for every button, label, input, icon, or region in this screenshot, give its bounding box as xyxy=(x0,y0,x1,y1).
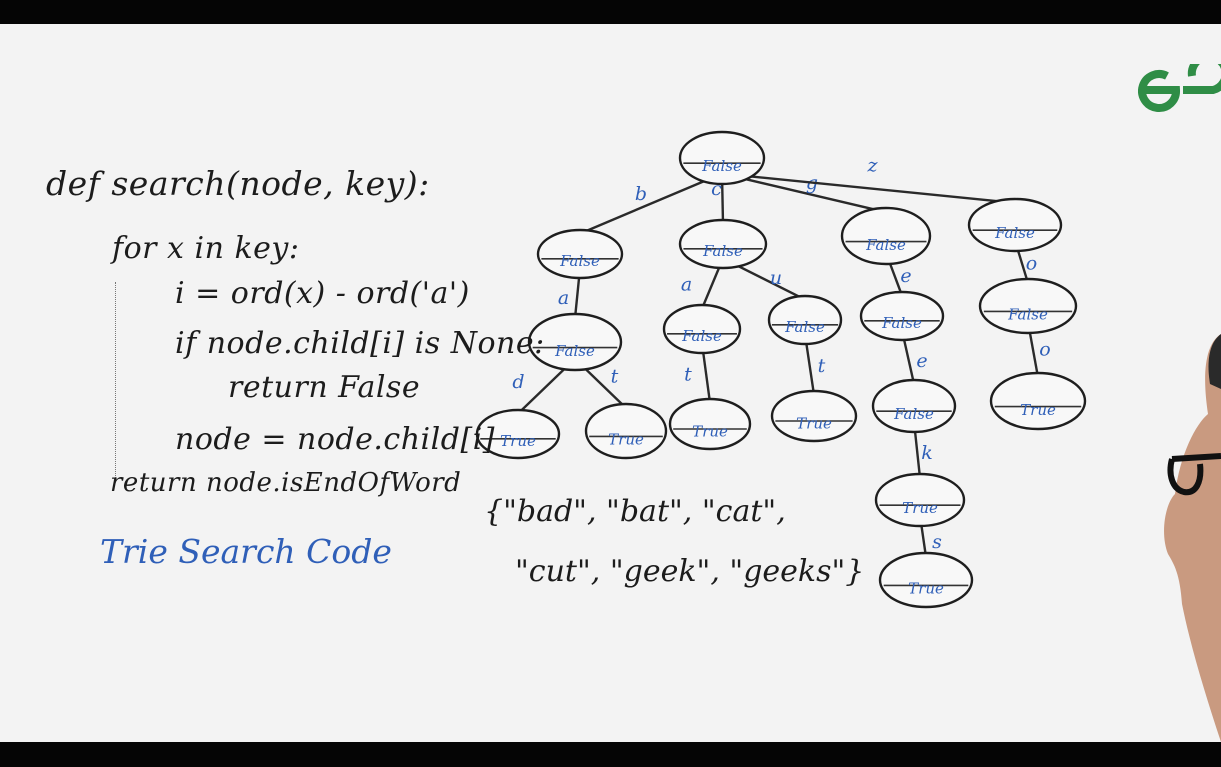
trie-node-value: False xyxy=(702,242,743,260)
trie-node-z: False xyxy=(967,197,1063,253)
trie-edge-label-zo-zoo: o xyxy=(1039,339,1050,361)
trie-node-ba: False xyxy=(527,312,623,372)
trie-node-value: False xyxy=(865,236,906,254)
trie-node-value: False xyxy=(893,405,934,423)
trie-node-shape xyxy=(475,408,561,460)
trie-node-cu: False xyxy=(767,294,843,346)
trie-node-shape xyxy=(668,397,752,451)
trie-node-shape xyxy=(871,378,957,434)
trie-node-shape xyxy=(967,197,1063,253)
trie-edge-root-z xyxy=(721,172,1016,205)
trie-node-value: False xyxy=(554,342,595,360)
trie-edge-label-root-c: c xyxy=(711,178,722,200)
trie-node-b: False xyxy=(536,228,624,280)
trie-node-shape xyxy=(662,303,742,355)
trie-edge-root-b xyxy=(579,172,723,235)
trie-node-c: False xyxy=(678,218,768,270)
caption-trie-search-code: Trie Search Code xyxy=(100,532,392,571)
trie-edge-label-ca-cat: t xyxy=(684,364,692,386)
word-set-line-2: "cut", "geek", "geeks"} xyxy=(515,554,865,589)
trie-node-shape xyxy=(859,290,945,342)
code-line-return-false: return False xyxy=(228,370,421,405)
trie-node-shape xyxy=(770,389,858,443)
trie-node-value: True xyxy=(902,499,938,517)
trie-node-shape xyxy=(584,402,668,460)
trie-edge-label-geek-geeks: s xyxy=(932,531,942,553)
trie-edge-label-g-ge: e xyxy=(900,265,911,287)
trie-node-value: False xyxy=(784,318,825,336)
trie-edge-label-b-ba: a xyxy=(558,287,569,309)
trie-node-zo: False xyxy=(978,277,1078,335)
trie-node-cut: True xyxy=(770,389,858,443)
trie-edge-label-root-b: b xyxy=(635,183,647,205)
trie-node-geek: True xyxy=(874,472,966,528)
trie-node-value: True xyxy=(796,415,832,433)
trie-node-value: False xyxy=(994,224,1035,242)
trie-edge-label-cu-cut: t xyxy=(818,355,826,377)
code-line-advance: node = node.child[i] xyxy=(175,422,495,457)
code-line-index: i = ord(x) - ord('a') xyxy=(175,276,470,311)
presenter-silhouette xyxy=(1164,334,1221,742)
trie-edge-label-c-cu: u xyxy=(770,267,782,289)
trie-node-value: False xyxy=(881,314,922,332)
gfg-logo xyxy=(1138,64,1221,112)
trie-node-shape xyxy=(978,277,1078,335)
trie-node-shape xyxy=(989,371,1087,431)
trie-node-shape xyxy=(874,472,966,528)
trie-node-shape xyxy=(536,228,624,280)
trie-edge-label-z-zo: o xyxy=(1026,253,1037,275)
trie-node-root: False xyxy=(678,130,766,186)
trie-node-shape xyxy=(527,312,623,372)
trie-node-shape xyxy=(767,294,843,346)
trie-edge-label-ba-bat: t xyxy=(611,366,619,388)
code-line-def: def search(node, key): xyxy=(46,164,430,203)
trie-node-value: True xyxy=(908,580,944,598)
word-set-line-1: {"bad", "bat", "cat", xyxy=(484,494,786,529)
trie-edge-label-ge-gee: e xyxy=(916,350,927,372)
code-line-return-end: return node.isEndOfWord xyxy=(110,468,462,498)
letterbox-bottom xyxy=(0,742,1221,767)
trie-node-value: True xyxy=(608,431,644,449)
trie-node-gee: False xyxy=(871,378,957,434)
trie-node-shape xyxy=(678,218,768,270)
trie-node-value: False xyxy=(559,252,600,270)
trie-node-cat: True xyxy=(668,397,752,451)
trie-edge-root-g xyxy=(721,172,887,214)
trie-node-g: False xyxy=(840,206,932,266)
trie-node-shape xyxy=(878,551,974,609)
trie-node-zoo: True xyxy=(989,371,1087,431)
trie-node-ge: False xyxy=(859,290,945,342)
trie-node-ca: False xyxy=(662,303,742,355)
trie-edge-label-gee-geek: k xyxy=(921,442,933,464)
trie-node-bad: True xyxy=(475,408,561,460)
code-line-if: if node.child[i] is None: xyxy=(175,326,545,361)
trie-node-value: False xyxy=(1007,306,1048,324)
trie-node-bat: True xyxy=(584,402,668,460)
trie-node-value: False xyxy=(681,327,722,345)
indent-guide xyxy=(115,282,116,482)
trie-node-geeks: True xyxy=(878,551,974,609)
trie-edge-label-root-z: z xyxy=(866,155,878,177)
trie-node-value: False xyxy=(701,157,742,175)
trie-node-shape xyxy=(840,206,932,266)
code-line-for: for x in key: xyxy=(112,231,300,266)
letterbox-top xyxy=(0,0,1221,24)
trie-edge-label-ba-bad: d xyxy=(512,371,524,393)
trie-edge-label-c-ca: a xyxy=(681,274,692,296)
trie-node-shape xyxy=(678,130,766,186)
trie-node-value: True xyxy=(1020,401,1056,419)
trie-node-value: True xyxy=(500,432,536,450)
trie-node-value: True xyxy=(692,423,728,441)
